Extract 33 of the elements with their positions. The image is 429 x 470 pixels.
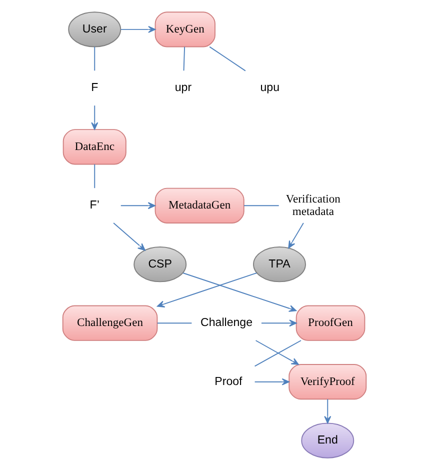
- node-text: F: [91, 82, 98, 94]
- node-ellipse: CSP: [134, 246, 187, 282]
- node-text: upr: [174, 82, 192, 94]
- arrow: [120, 202, 156, 210]
- node-ellipse: User: [68, 12, 122, 48]
- arrow: [260, 320, 297, 327]
- connector: [243, 205, 280, 206]
- arrow: [91, 105, 98, 130]
- arrow: [254, 378, 290, 386]
- node-text: upu: [260, 82, 280, 94]
- connector: [156, 322, 192, 324]
- node-box: VerifyProof: [288, 364, 367, 400]
- node-ellipse: TPA: [253, 246, 306, 282]
- node-text: F’: [90, 200, 100, 212]
- arrow: [120, 26, 156, 33]
- node-box: DataEnc: [62, 129, 126, 165]
- arrow: [288, 222, 304, 248]
- node-box: KeyGen: [154, 12, 216, 48]
- arrow: [182, 272, 297, 312]
- connector: [94, 164, 96, 189]
- connector: [209, 46, 246, 72]
- node-text: Proof: [214, 376, 242, 388]
- arrow: [324, 398, 332, 424]
- node-box: ProofGen: [296, 305, 366, 341]
- node-ellipse: End: [301, 422, 354, 458]
- node-box: MetadataGen: [154, 188, 244, 224]
- connector: [94, 46, 96, 72]
- node-text: Verification metadata: [286, 193, 340, 218]
- node-box: ChallengeGen: [62, 305, 158, 341]
- connector: [183, 46, 186, 72]
- arrow: [113, 222, 146, 251]
- node-text: Challenge: [200, 317, 253, 330]
- arrow: [156, 272, 258, 308]
